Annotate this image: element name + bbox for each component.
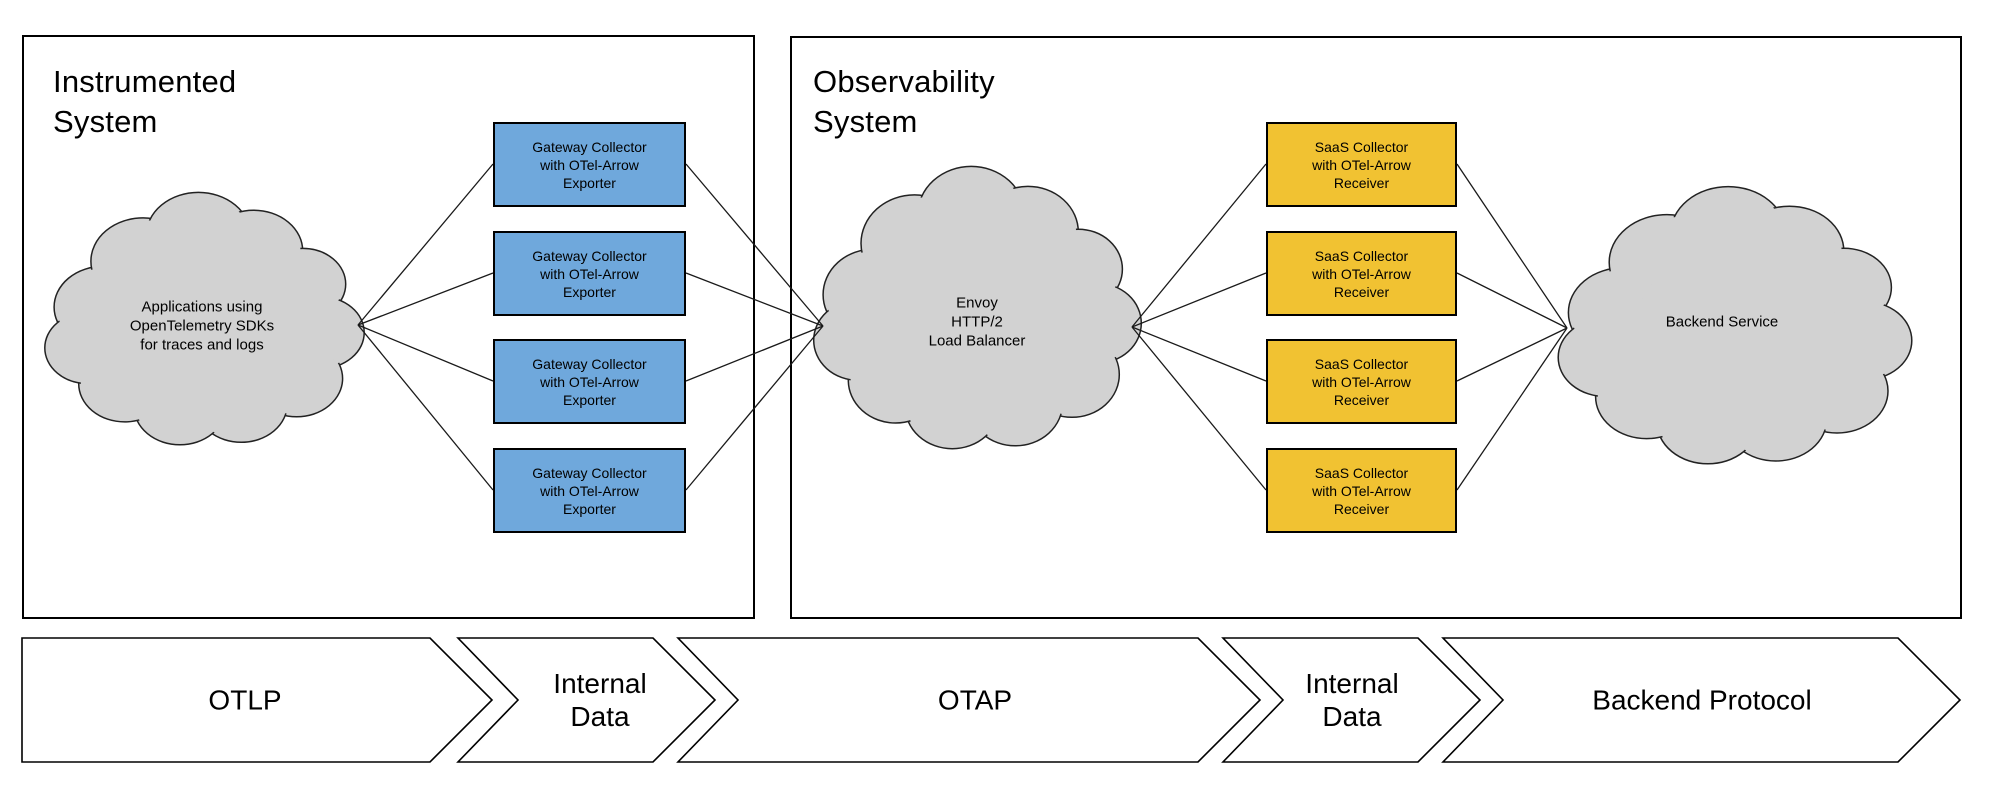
- saas-collector-box-2: SaaS Collector with OTel-Arrow Receiver: [1266, 231, 1457, 316]
- gateway-collector-label: Gateway Collector with OTel-Arrow Export…: [532, 464, 647, 517]
- saas-collector-label: SaaS Collector with OTel-Arrow Receiver: [1312, 355, 1411, 408]
- applications-cloud: [44, 191, 365, 446]
- chevron-otap: [676, 637, 1262, 763]
- connector-line: [357, 163, 494, 326]
- observability-system-box: [790, 36, 1962, 619]
- observability-system-title: Observability System: [813, 64, 995, 139]
- backend-cloud-label: Backend Service: [1665, 313, 1779, 331]
- cloud-puff: [47, 314, 129, 382]
- flow-step-otap-label: OTAP: [937, 684, 1013, 716]
- gateway-collector-box-4: Gateway Collector with OTel-Arrow Export…: [493, 448, 686, 533]
- connector-line: [1456, 163, 1568, 329]
- instrumented-system-box: [22, 35, 755, 619]
- connector-line: [1456, 327, 1568, 382]
- connector-line: [1131, 272, 1267, 328]
- cloud-puff: [885, 228, 1070, 396]
- saas-collector-box-3: SaaS Collector with OTel-Arrow Receiver: [1266, 339, 1457, 424]
- protocol-chevrons: [21, 637, 1962, 763]
- gateway-collector-label: Gateway Collector with OTel-Arrow Export…: [532, 247, 647, 300]
- connector-line: [1131, 163, 1267, 328]
- flow-step-internal-data-2-label: Internal Data: [1305, 668, 1399, 732]
- gateway-collector-label: Gateway Collector with OTel-Arrow Export…: [532, 138, 647, 191]
- connector-line: [357, 324, 494, 382]
- gateway-collector-box-2: Gateway Collector with OTel-Arrow Export…: [493, 231, 686, 316]
- connector-line: [685, 163, 824, 327]
- flow-step-otlp-label: OTLP: [208, 684, 282, 716]
- connector-lines: [357, 163, 1568, 491]
- connector-line: [357, 324, 494, 491]
- chevron-otlp: [21, 637, 494, 763]
- cloud-puff: [1635, 247, 1835, 412]
- flow-step-backend-protocol-label: Backend Protocol: [1592, 684, 1812, 716]
- saas-collector-label: SaaS Collector with OTel-Arrow Receiver: [1312, 138, 1411, 191]
- saas-collector-box-1: SaaS Collector with OTel-Arrow Receiver: [1266, 122, 1457, 207]
- saas-collector-label: SaaS Collector with OTel-Arrow Receiver: [1312, 464, 1411, 517]
- gateway-collector-box-3: Gateway Collector with OTel-Arrow Export…: [493, 339, 686, 424]
- connector-line: [685, 325, 824, 382]
- cloud-puff: [815, 302, 900, 378]
- chevron-backend-protocol: [1441, 637, 1962, 763]
- saas-collector-box-4: SaaS Collector with OTel-Arrow Receiver: [1266, 448, 1457, 533]
- backend-cloud: [1557, 185, 1913, 465]
- load-balancer-cloud-label: Envoy HTTP/2 Load Balancer: [928, 294, 1026, 350]
- gateway-collector-label: Gateway Collector with OTel-Arrow Export…: [532, 355, 647, 408]
- gateway-collector-box-1: Gateway Collector with OTel-Arrow Export…: [493, 122, 686, 207]
- connector-line: [685, 325, 824, 491]
- connector-line: [1456, 272, 1568, 329]
- cloud-puff: [1560, 320, 1652, 395]
- clouds-layer: [44, 165, 1913, 465]
- connector-line: [1456, 327, 1568, 491]
- applications-cloud-label: Applications using OpenTelemetry SDKs fo…: [129, 298, 275, 354]
- connector-line: [357, 272, 494, 326]
- saas-collector-label: SaaS Collector with OTel-Arrow Receiver: [1312, 247, 1411, 300]
- flow-step-internal-data-1-label: Internal Data: [553, 668, 647, 732]
- chevron-internal-data-2: [1221, 637, 1482, 763]
- connector-line: [1131, 326, 1267, 382]
- instrumented-system-title: Instrumented System: [53, 64, 237, 139]
- connector-line: [685, 272, 824, 327]
- load-balancer-cloud: [812, 165, 1143, 450]
- chevron-internal-data-1: [456, 637, 717, 763]
- cloud-puff: [114, 248, 295, 397]
- connector-line: [1131, 326, 1267, 491]
